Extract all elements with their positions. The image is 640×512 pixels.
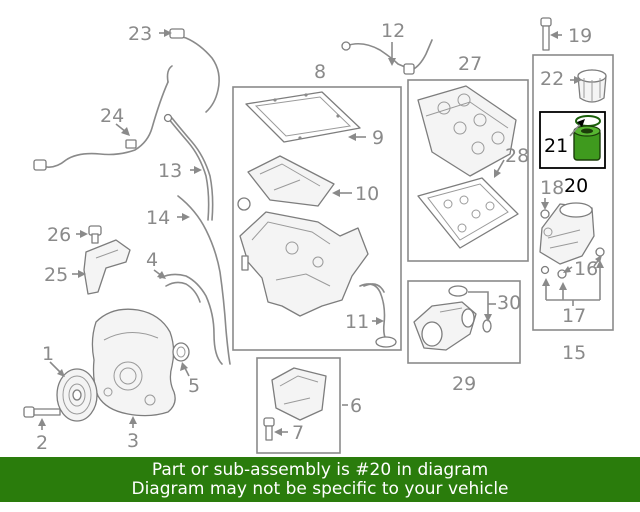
callout-4: 4 (146, 249, 158, 271)
bracket-25 (83, 239, 131, 295)
callout-24: 24 (100, 105, 124, 127)
timing-cover-3 (91, 308, 176, 417)
callout-13: 13 (158, 160, 182, 182)
callout-6: 6 (350, 395, 362, 417)
seal-5 (172, 342, 190, 362)
callout-15: 15 (562, 342, 586, 364)
callout-leaders (38, 29, 604, 436)
callout-20: 20 (564, 175, 588, 197)
oil-pan-gasket-9 (245, 91, 361, 143)
sensor-harness-23 (169, 28, 220, 113)
callout-26: 26 (47, 224, 71, 246)
lower-pan-6 (271, 367, 327, 421)
banner-line-1: Part or sub-assembly is #20 in diagram (151, 460, 489, 480)
info-banner: Part or sub-assembly is #20 in diagram D… (0, 457, 640, 502)
callout-30: 30 (497, 292, 521, 314)
oil-filter-highlight-box (539, 111, 606, 169)
valve-cover-group-box (407, 79, 529, 262)
callout-18: 18 (540, 177, 564, 199)
drain-plug-7 (263, 417, 275, 441)
callout-3: 3 (127, 430, 139, 452)
washer-16 (540, 247, 605, 279)
oil-pickup-11 (359, 283, 397, 348)
callout-17: 17 (562, 305, 586, 327)
thermostat-housing-29 (413, 301, 477, 351)
callout-16: 16 (574, 258, 598, 280)
callout-29: 29 (452, 373, 476, 395)
callout-23: 23 (128, 23, 152, 45)
sensor-bracket-12 (341, 39, 433, 75)
o-ring-30 (448, 285, 492, 333)
filter-housing-group-box (532, 54, 614, 331)
valve-cover-gasket-28 (417, 177, 519, 249)
bolt-19 (540, 17, 552, 51)
callout-5: 5 (188, 375, 200, 397)
thermostat-group-box (407, 280, 521, 364)
callout-12: 12 (381, 20, 405, 42)
filter-cap-22 (577, 69, 607, 103)
callout-25: 25 (44, 264, 68, 286)
oil-filter-20 (573, 115, 601, 161)
wiring-harness-24 (33, 65, 173, 171)
oil-pan-8 (239, 211, 369, 317)
callout-27: 27 (458, 53, 482, 75)
callout-28: 28 (505, 145, 529, 167)
crank-pulley-1 (56, 368, 98, 422)
lower-pan-group-box (256, 357, 341, 454)
callout-22: 22 (540, 68, 564, 90)
washer-18 (540, 209, 550, 219)
callout-21: 21 (544, 135, 568, 157)
banner-line-2: Diagram may not be specific to your vehi… (131, 479, 509, 499)
callout-9: 9 (372, 127, 384, 149)
oil-pan-group-box (232, 86, 402, 351)
callout-14: 14 (146, 207, 170, 229)
bolt-26 (88, 225, 102, 244)
gasket-4 (159, 273, 223, 365)
callout-11: 11 (345, 311, 369, 333)
callout-7: 7 (292, 422, 304, 444)
oil-baffle-10 (237, 155, 335, 211)
valve-cover-27 (417, 85, 517, 177)
callout-10: 10 (355, 183, 379, 205)
callout-numbers: 23 12 24 8 27 19 22 21 20 18 9 13 10 28 … (36, 20, 598, 454)
dipstick-tube-13 (163, 113, 214, 221)
callout-2: 2 (36, 432, 48, 454)
callout-1: 1 (42, 343, 54, 365)
crank-bolt-2 (23, 406, 61, 418)
filter-housing-15 (539, 202, 595, 265)
callout-19: 19 (568, 25, 592, 47)
dipstick-14 (177, 195, 231, 365)
callout-8: 8 (314, 61, 326, 83)
